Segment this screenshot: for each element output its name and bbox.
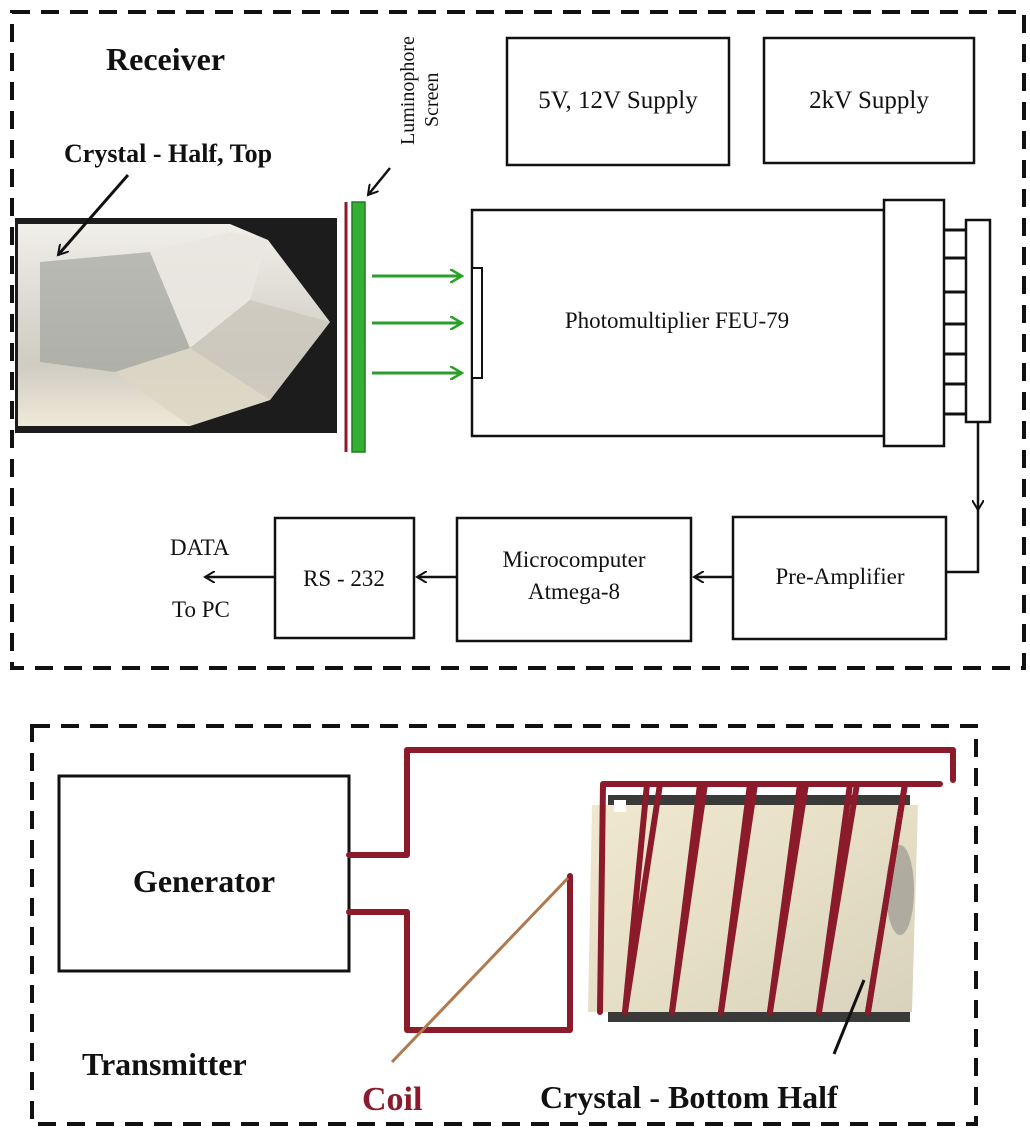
receiver-frame — [10, 10, 1026, 670]
crystal-top-label: Crystal - Half, Top — [64, 139, 272, 168]
transmitter-title: Transmitter — [82, 1046, 247, 1082]
rs232-label: RS - 232 — [303, 566, 385, 591]
micro-label-line1: Microcomputer — [502, 547, 645, 572]
supply-5v12v-box — [505, 36, 731, 167]
data-label: DATA — [170, 535, 230, 560]
pmt-to-preamp-wire — [946, 508, 980, 574]
rs232-box — [273, 516, 416, 640]
screen-label-line2: Screen — [421, 73, 443, 127]
photomultiplier-box — [470, 208, 886, 438]
micro-label-line2: Atmega-8 — [528, 579, 620, 604]
screen-label: Luminophore Screen — [397, 36, 443, 145]
preamp-box — [731, 515, 948, 641]
photomultiplier-window — [471, 267, 483, 379]
pmt-socket — [882, 198, 946, 448]
crystal-bottom-image — [588, 795, 918, 1022]
receiver-title: Receiver — [106, 41, 225, 77]
supply-5v12v-label: 5V, 12V Supply — [538, 87, 698, 114]
photomultiplier-label: Photomultiplier FEU-79 — [565, 308, 789, 333]
crystal-bottom-pointer — [832, 979, 866, 1055]
screen-label-line1: Luminophore — [397, 36, 419, 145]
crystal-top-image — [15, 218, 337, 433]
transmitter-frame — [30, 724, 978, 1126]
luminophore-screen — [351, 201, 366, 453]
generator-label: Generator — [133, 863, 275, 899]
micro-box — [455, 516, 693, 643]
screen-pointer — [368, 167, 391, 195]
crystal-bottom-label: Crystal - Bottom Half — [540, 1079, 838, 1115]
coil-pointer — [390, 876, 570, 1064]
generator-box — [57, 774, 351, 973]
supply-2kv-label: 2kV Supply — [809, 87, 929, 114]
coil-wire — [346, 747, 956, 1033]
coil-label: Coil — [362, 1081, 422, 1118]
preamp-label: Pre-Amplifier — [775, 564, 904, 589]
supply-2kv-box — [762, 36, 976, 165]
pmt-connector-strip — [964, 218, 992, 424]
crystal-top-pointer — [58, 174, 130, 255]
pmt-pins — [944, 228, 966, 416]
to-pc-label: To PC — [172, 597, 230, 622]
